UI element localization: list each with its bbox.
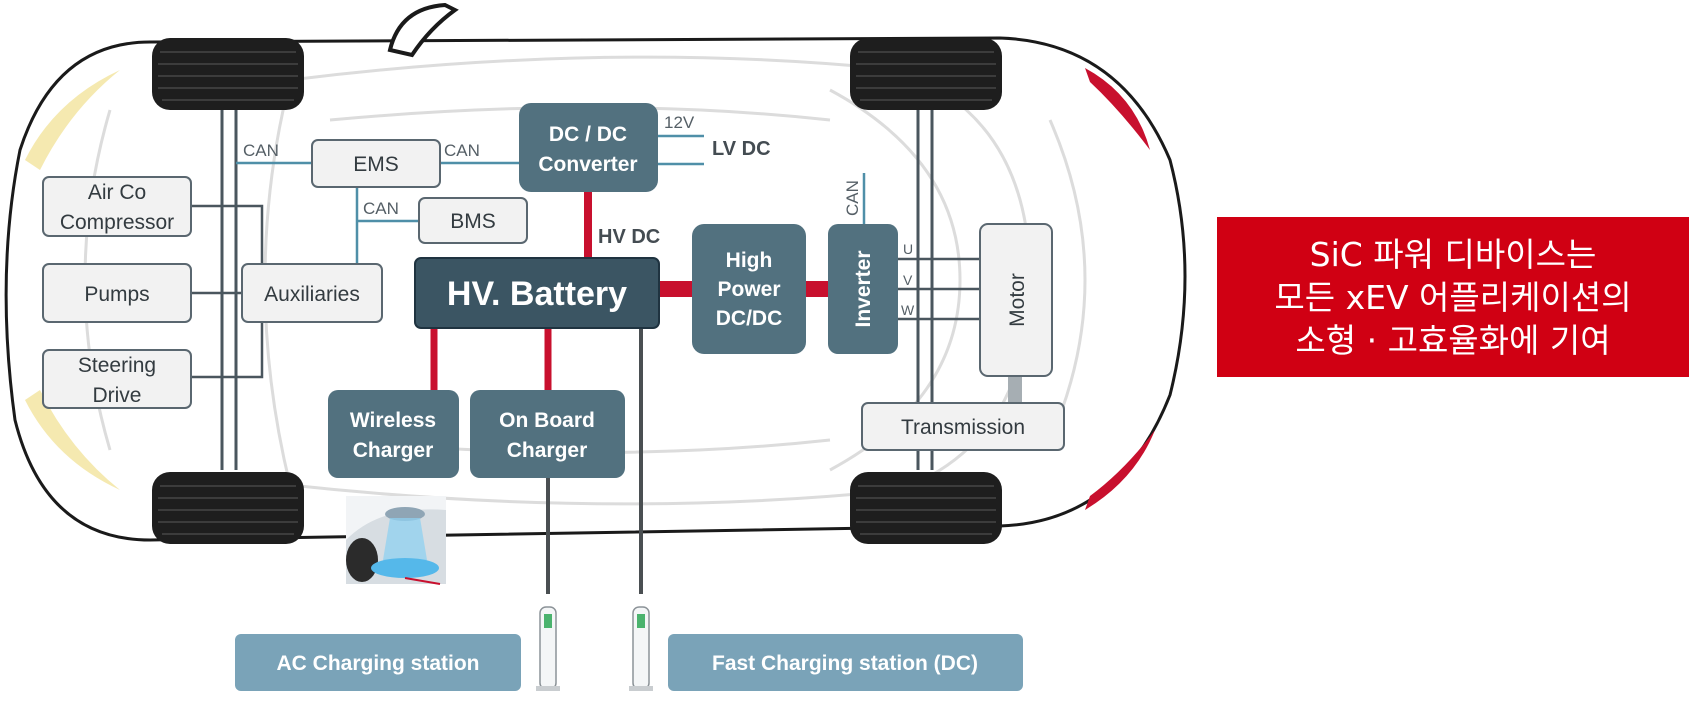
inverter-block: Inverter	[828, 224, 898, 354]
tire-icon	[850, 38, 1002, 110]
wireless-pad-illustration	[346, 496, 446, 585]
dcdc-converter-block: DC / DC Converter	[519, 103, 658, 192]
can-label: CAN	[444, 141, 480, 160]
callout-line-1: SiC 파워 디바이스는	[1309, 234, 1597, 274]
wireless-label-1: Wireless	[350, 409, 436, 432]
side-mirror-icon	[387, 2, 459, 58]
taillight-icon-top	[25, 70, 120, 170]
hpdc-label-3: DC/DC	[716, 307, 783, 330]
onboard-label-2: Charger	[507, 439, 588, 462]
phase-v-label: V	[903, 272, 913, 288]
inverter-label: Inverter	[852, 250, 875, 327]
steering-drive-block: Steering Drive	[42, 349, 192, 409]
air-compressor-label-1: Air Co	[88, 181, 146, 204]
dcdc-label-2: Converter	[538, 153, 637, 176]
motor-shaft	[1008, 375, 1022, 403]
transmission-block: Transmission	[861, 402, 1065, 451]
steering-label-2: Drive	[92, 384, 141, 407]
bms-block: BMS	[418, 197, 528, 244]
phase-u-label: U	[903, 241, 913, 257]
dc-charging-station: Fast Charging station (DC)	[629, 606, 1023, 691]
tire-front-bottom	[850, 472, 1002, 544]
ac-charging-station: AC Charging station	[235, 606, 560, 691]
high-power-dcdc-block: High Power DC/DC	[692, 224, 806, 354]
ems-label: EMS	[353, 153, 399, 176]
tire-icon	[850, 472, 1002, 544]
callout-line-3: 소형 · 고효율화에 기여	[1295, 320, 1611, 360]
can-bus-wiring	[236, 161, 866, 264]
voltage-12v-label: 12V	[664, 113, 695, 132]
car-hood-crease	[1048, 119, 1087, 441]
air-compressor-label-2: Compressor	[60, 211, 174, 234]
motor-phase-wiring	[898, 257, 1022, 403]
ems-block: EMS	[311, 139, 441, 188]
signal-labels: CAN CAN CAN CAN 12V LV DC HV DC U V W	[243, 113, 915, 318]
motor-block: Motor	[979, 223, 1053, 377]
charging-post-icon	[536, 606, 560, 691]
headlight-icon-bottom	[1085, 430, 1155, 510]
wireless-charger-block: Wireless Charger	[328, 390, 459, 478]
tire-rear-bottom	[152, 472, 304, 544]
tire-front-top	[850, 38, 1002, 110]
lv-dc-wiring	[658, 134, 704, 166]
charging-post-icon	[629, 606, 653, 691]
hv-power-wiring	[430, 192, 828, 390]
can-label-inverter: CAN	[843, 180, 862, 216]
pumps-label: Pumps	[84, 283, 149, 306]
transmission-label: Transmission	[901, 416, 1025, 439]
tire-icon	[152, 38, 304, 110]
auxiliaries-label: Auxiliaries	[264, 283, 360, 306]
hv-battery-block: HV. Battery	[414, 257, 660, 329]
hpdc-label-1: High	[726, 249, 773, 272]
auxiliaries-block: Auxiliaries	[241, 263, 383, 323]
lv-dc-label: LV DC	[712, 138, 771, 160]
tire-rear-top	[152, 38, 304, 110]
onboard-charger-block: On Board Charger	[470, 390, 625, 478]
phase-w-label: W	[901, 302, 915, 318]
dc-station-label: Fast Charging station (DC)	[712, 652, 978, 675]
charging-coil-icon	[385, 507, 425, 521]
hpdc-label-2: Power	[717, 278, 780, 301]
dcdc-label-1: DC / DC	[549, 123, 627, 146]
aux-wire	[191, 204, 264, 264]
wireless-label-2: Charger	[353, 439, 434, 462]
can-label: CAN	[363, 199, 399, 218]
charging-cables	[546, 328, 643, 594]
motor-label: Motor	[1006, 273, 1029, 327]
taillight-icon-bottom	[25, 390, 120, 490]
bms-label: BMS	[450, 210, 496, 233]
headlight-icon-top	[1085, 68, 1150, 150]
hv-dc-label: HV DC	[598, 226, 660, 248]
hv-battery-label: HV. Battery	[447, 275, 627, 313]
ac-station-label: AC Charging station	[277, 652, 480, 675]
pumps-block: Pumps	[42, 263, 192, 323]
charging-pad-icon	[371, 558, 439, 578]
can-label: CAN	[243, 141, 279, 160]
car-wheel-icon	[346, 538, 378, 582]
aux-wire	[191, 322, 264, 379]
callout-line-2: 모든 xEV 어플리케이션의	[1274, 277, 1632, 317]
onboard-label-1: On Board	[499, 409, 595, 432]
auxiliary-wiring	[191, 204, 264, 379]
tire-icon	[152, 472, 304, 544]
sic-callout: SiC 파워 디바이스는 모든 xEV 어플리케이션의 소형 · 고효율화에 기…	[1217, 217, 1689, 377]
air-compressor-block: Air Co Compressor	[42, 176, 192, 237]
steering-label-1: Steering	[78, 354, 156, 377]
